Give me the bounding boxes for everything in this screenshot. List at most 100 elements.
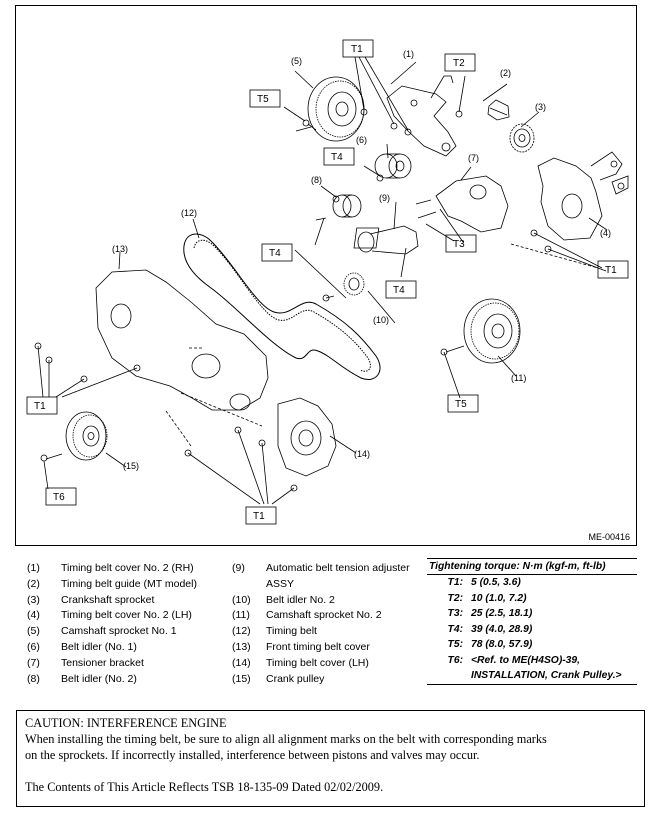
legend-text: Timing belt (266, 625, 317, 638)
legend-row: (5) Camshaft sprocket No. 1 (27, 624, 231, 640)
exploded-diagram: (1) (2) (3) (4) (5) (6) (7) (8) (9) (10)… (15, 5, 637, 546)
legend-num: (13) (232, 640, 251, 653)
timing-belt (183, 233, 381, 380)
legend-num: (11) (232, 609, 250, 622)
belt-idler-2-top (315, 194, 362, 221)
tag-t6: T6 (53, 492, 65, 503)
legend-row: (3) Crankshaft sprocket (27, 593, 231, 609)
legend-row: (14)Timing belt cover (LH) (232, 656, 431, 672)
diagram-drawing: (1) (2) (3) (4) (5) (6) (7) (8) (9) (10)… (26, 39, 629, 525)
legend-num: (3) (27, 593, 40, 606)
tag-t4-c: T4 (393, 285, 405, 296)
legend-num: (4) (27, 609, 40, 622)
callout-8: (8) (311, 175, 322, 185)
legend-text: Belt idler (No. 2) (61, 672, 137, 685)
legend-left: (1) Timing belt cover No. 2 (RH) (2)Timin… (27, 561, 231, 687)
torque-heading: Tightening torque: N·m (kgf-m, ft-lb) (427, 559, 637, 575)
torque-value: 78 (8.0, 57.9) (471, 639, 533, 650)
tag-t4-b: T4 (269, 248, 281, 259)
callout-11: (11) (511, 373, 526, 383)
tag-t1-bottom: T1 (253, 511, 265, 522)
torque-row: INSTALLATION, Crank Pulley.> (427, 668, 637, 684)
belt-idler-1 (374, 153, 412, 179)
legend-text: Camshaft sprocket No. 1 (61, 625, 177, 638)
legend-num: (12) (232, 625, 251, 638)
caution-line-2: on the sprockets. If incorrectly install… (25, 748, 480, 762)
torque-key: T3: (447, 608, 463, 619)
tag-t1-top: T1 (351, 44, 363, 55)
torque-row: T4:39 (4.0, 28.9) (427, 622, 637, 638)
legend-text: Tensioner bracket (61, 656, 144, 669)
torque-table: Tightening torque: N·m (kgf-m, ft-lb) T1… (427, 558, 637, 685)
torque-tags: T1 T2 T5 T4 T3 T4 T4 T1 T5 T1 T6 T1 (26, 39, 629, 525)
torque-key: T6: (447, 654, 463, 666)
legend-row: (15)Crank pulley (232, 672, 431, 688)
torque-row: T2:10 (1.0, 7.2) (427, 591, 637, 607)
legend-num: (8) (27, 672, 40, 685)
torque-value: 10 (1.0, 7.2) (471, 592, 527, 604)
torque-value: INSTALLATION, Crank Pulley.> (471, 670, 622, 681)
legend-text: Crankshaft sprocket (61, 593, 155, 606)
timing-belt-cover-lh-right (537, 151, 629, 241)
torque-key: T5: (447, 639, 463, 650)
torque-value: 25 (2.5, 18.1) (471, 608, 533, 619)
legend-text: Automatic belt tension adjuster (266, 562, 410, 574)
legend-num: (1) (27, 562, 40, 574)
tag-t5-top: T5 (257, 94, 269, 105)
legend-num: (9) (232, 562, 245, 574)
camshaft-sprocket-1 (295, 76, 365, 142)
tag-t5-bottom: T5 (455, 399, 467, 410)
torque-row: T6:<Ref. to ME(H4SO)-39, (427, 653, 637, 669)
legend-text: Timing belt guide (MT model) (61, 577, 197, 590)
torque-value: 5 (0.5, 3.6) (471, 577, 521, 588)
timing-belt-cover-rh (386, 75, 457, 157)
legend-row: (7)Tensioner bracket (27, 656, 231, 672)
legend-row: ASSY (232, 577, 431, 593)
tsb-note: The Contents of This Article Reflects TS… (25, 780, 384, 794)
legend-num: (10) (232, 593, 251, 606)
legend-num: (5) (27, 625, 40, 638)
legend-row: (6)Belt idler (No. 1) (27, 640, 231, 656)
callout-6: (6) (356, 135, 367, 145)
tag-t1-right: T1 (605, 265, 617, 276)
tag-t3: T3 (453, 239, 465, 250)
legend-row: (12) Timing belt (232, 624, 431, 640)
tag-t2: T2 (453, 58, 465, 69)
legend-middle: (9)Automatic belt tension adjuster ASSY … (232, 561, 431, 687)
legend-text: Timing belt cover No. 2 (RH) (61, 562, 194, 574)
torque-row: T3: 25 (2.5, 18.1) (427, 606, 637, 622)
crankshaft-sprocket (509, 123, 535, 153)
tag-t4-a: T4 (331, 152, 343, 163)
legend-text: Crank pulley (266, 672, 325, 685)
torque-key (427, 668, 471, 684)
callout-1: (1) (403, 49, 414, 59)
belt-idler-no2 (325, 272, 365, 299)
spacer (25, 763, 636, 779)
callout-2: (2) (500, 68, 511, 78)
callout-13: (13) (112, 244, 128, 254)
camshaft-sprocket-2 (445, 298, 521, 364)
callout-labels: (1) (2) (3) (4) (5) (6) (7) (8) (9) (10)… (112, 49, 611, 471)
legend-text: Timing belt cover No. 2 (LH) (61, 609, 192, 622)
torque-row: T1: 5 (0.5, 3.6) (427, 575, 637, 591)
bolts (34, 108, 552, 492)
legend-row: (2)Timing belt guide (MT model) (27, 577, 231, 593)
tag-t1-left: T1 (34, 401, 46, 412)
caution-box: CAUTION: INTERFERENCE ENGINE When instal… (16, 710, 645, 807)
legend-row: (8) Belt idler (No. 2) (27, 672, 231, 688)
front-timing-belt-cover (95, 269, 269, 411)
callout-3: (3) (535, 102, 546, 112)
torque-row: T5: 78 (8.0, 57.9) (427, 637, 637, 653)
legend-text: Camshaft sprocket No. 2 (266, 609, 382, 622)
callout-10: (10) (373, 315, 389, 325)
torque-key: T1: (447, 577, 463, 588)
callout-12: (12) (181, 208, 197, 218)
callout-4: (4) (600, 228, 611, 238)
caution-title: CAUTION: INTERFERENCE ENGINE (25, 716, 227, 730)
auto-tension-adjuster (353, 225, 419, 255)
legend-num (232, 577, 266, 593)
legend-row: (10)Belt idler No. 2 (232, 593, 431, 609)
legend-row: (4) Timing belt cover No. 2 (LH) (27, 608, 231, 624)
legend-num: (6) (27, 640, 40, 653)
belt-guide (487, 99, 510, 121)
